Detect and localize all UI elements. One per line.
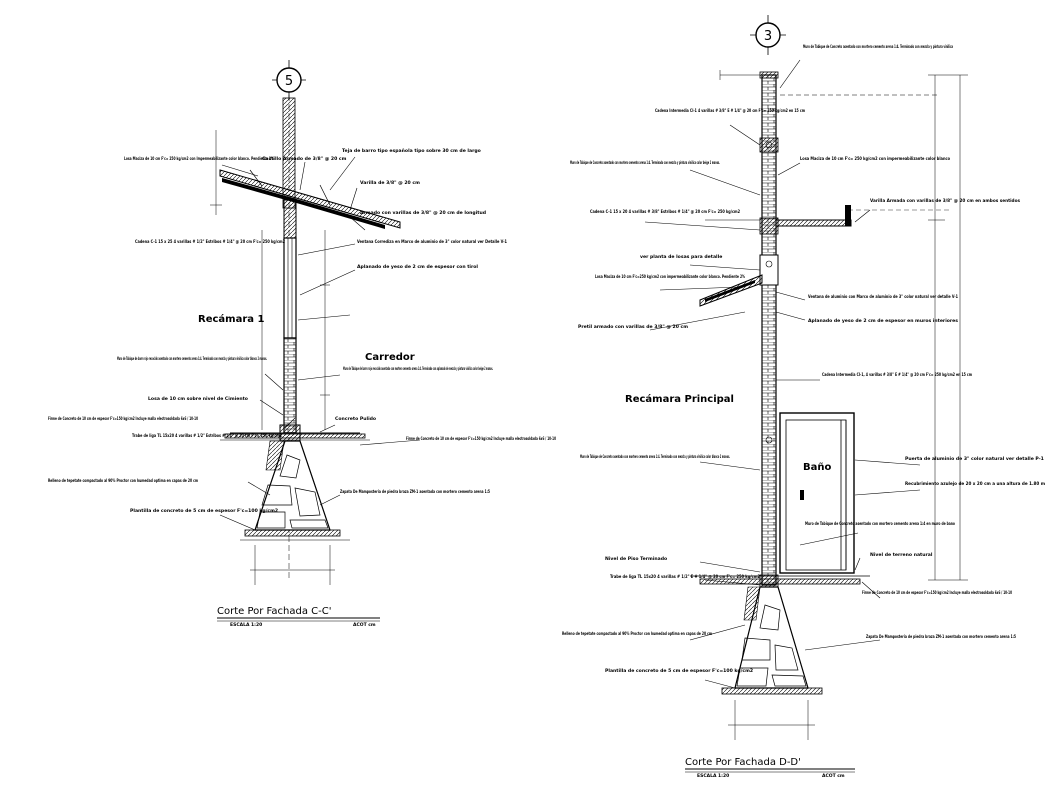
note-muro-bano2: Muro de Tabique de Concreto asentado con… xyxy=(805,521,955,527)
note-firme: Firme de Concreto de 10 cm de espesor F'… xyxy=(862,590,1012,596)
note-plantilla: Plantilla de concreto de 5 cm de espesor… xyxy=(130,508,278,514)
tall-brick-wall xyxy=(759,71,779,588)
roof-slab xyxy=(705,205,950,227)
note-muro-izq: Muro de Tabique de Concreto asentado con… xyxy=(570,160,720,166)
note-pretil: Pretil armado con varillas de 3/8" @ 20 … xyxy=(578,324,688,330)
note-piso: Concreto Pulido xyxy=(335,416,376,422)
note-losa-azotea: Losa de 10 cm sobre nivel de Cimiento xyxy=(148,396,248,402)
note-zapata: Zapata De Mamposteria de piedra braza ZM… xyxy=(340,489,490,495)
section-title-block: Corte Por Fachada C-C' ESCALA 1:20 ACOT … xyxy=(217,606,380,628)
eave xyxy=(699,274,763,307)
bathroom-window xyxy=(779,412,855,574)
note-zapata: Zapata De Mamposteria de piedra braza ZM… xyxy=(866,634,1016,640)
note-aplanado-int: Aplanado de yeso de 2 cm de espesor con … xyxy=(357,264,478,270)
note-castillo: Castillo Armado de 3/8" @ 20 cm xyxy=(262,156,347,162)
note-varilla-ang: Varilla de 3/8" @ 20 cm xyxy=(360,180,420,186)
floor-slab xyxy=(220,432,370,441)
section-c-c: 5 xyxy=(48,60,556,628)
note-castillo: Cadena Intermedia CI-1 4 varillas # 3/8"… xyxy=(655,108,805,114)
note-muro-bano: Muro de Tabique de Concreto asentado con… xyxy=(580,454,730,460)
units-label: ACOT cm xyxy=(822,773,845,779)
note-muro-top: Muro de Tabique de Concreto asentado con… xyxy=(803,44,953,50)
note-nivel-piso: Nivel de Piso Terminado xyxy=(605,556,667,562)
stone-foundation xyxy=(240,440,350,585)
scale-label: ESCALA 1:20 xyxy=(230,622,262,628)
note-trabe: Trabe de liga TL 15x20 4 varillas # 1/2"… xyxy=(610,574,760,580)
stone-foundation xyxy=(721,586,823,740)
note-cadena-int: Cadena Intermedia CI-1, 4 varillas # 3/8… xyxy=(822,372,972,378)
note-puerta: Puerta de aluminio de 3" color natural v… xyxy=(905,456,1044,462)
leader-lines xyxy=(644,59,921,689)
section-title-block: Corte Por Fachada D-D' ESCALA 1:20 ACOT … xyxy=(685,757,855,779)
note-ventana: Ventana Corrediza en Marco de aluminio d… xyxy=(357,239,507,245)
note-ref-dim: ver planta de losas para detalle xyxy=(640,254,722,260)
section-title: Corte Por Fachada D-D' xyxy=(685,757,801,768)
note-ventana: Ventana de aluminio con Marco de alumini… xyxy=(808,294,958,300)
room-label-recamara: Recámara Principal xyxy=(625,393,734,405)
grid-label: 5 xyxy=(285,74,293,89)
note-firme: Firme de Concreto de 10 cm de espesor F'… xyxy=(48,416,198,422)
room-label-recamara-1: Recámara 1 xyxy=(198,313,264,325)
leader-lines xyxy=(219,156,421,531)
room-label-carredor: Carredor xyxy=(365,352,415,363)
note-muro-izq: Muro de Tabique de barro rojo recocido a… xyxy=(117,356,267,362)
note-contratrabe: Trabe de liga TL 15x20 4 varillas # 1/2"… xyxy=(132,433,282,439)
note-relleno: Relleno de tepetate compactado al 90% Pr… xyxy=(48,478,198,484)
section-d-d: 3 xyxy=(562,15,1045,779)
dimension-ladder xyxy=(719,70,968,581)
note-losa-sup: Losa Maciza de 10 cm F'c= 250 kg/cm2 con… xyxy=(124,156,274,162)
note-cadena: Cadena C-1 15 x 20 4 varillas # 3/8" Est… xyxy=(590,209,740,215)
note-relleno: Relleno de tepetate compactado al 90% Pr… xyxy=(562,631,712,637)
units-label: ACOT cm xyxy=(353,622,376,628)
note-armado-vigas: Armado con varillas de 3/8" @ 20 cm de l… xyxy=(360,210,486,216)
note-teja: Teja de barro tipo española tipo sobre 3… xyxy=(342,148,481,154)
note-losa-alero: Losa Maciza de 10 cm F'c=250 kg/cm2 con … xyxy=(595,274,745,280)
note-nivel-terreno: Nivel de terreno natural xyxy=(870,552,933,558)
note-plantilla: Plantilla de concreto de 5 cm de espesor… xyxy=(605,668,753,674)
floor-slab xyxy=(690,575,870,585)
roof-assembly xyxy=(210,97,401,239)
grid-bubble-5: 5 xyxy=(272,60,306,100)
section-title: Corte Por Fachada C-C' xyxy=(217,606,331,617)
note-losa: Losa Maciza de 10 cm F'c= 250 kg/cm2 con… xyxy=(800,156,950,162)
grid-label: 3 xyxy=(764,29,772,44)
note-azulejo: Recubrimiento azulejo de 20 x 20 cm a un… xyxy=(905,481,1045,487)
note-aplanado: Aplanado de yeso de 2 cm de espesor en m… xyxy=(808,318,958,324)
wall-column xyxy=(279,237,301,442)
note-firme-der: Firme de Concreto de 10 cm de espesor F'… xyxy=(406,436,556,442)
room-label-bano: Baño xyxy=(803,462,831,473)
note-muro-der: Muro de Tabique de barro rojo recocido a… xyxy=(343,366,493,372)
scale-label: ESCALA 1:20 xyxy=(697,773,729,779)
note-cadena: Cadena C-1 15 x 25 4 varillas # 1/2" Est… xyxy=(135,239,285,245)
grid-bubble-3: 3 xyxy=(750,15,786,55)
note-varilla: Varilla Armada con varillas de 3/8" @ 20… xyxy=(870,198,1020,204)
